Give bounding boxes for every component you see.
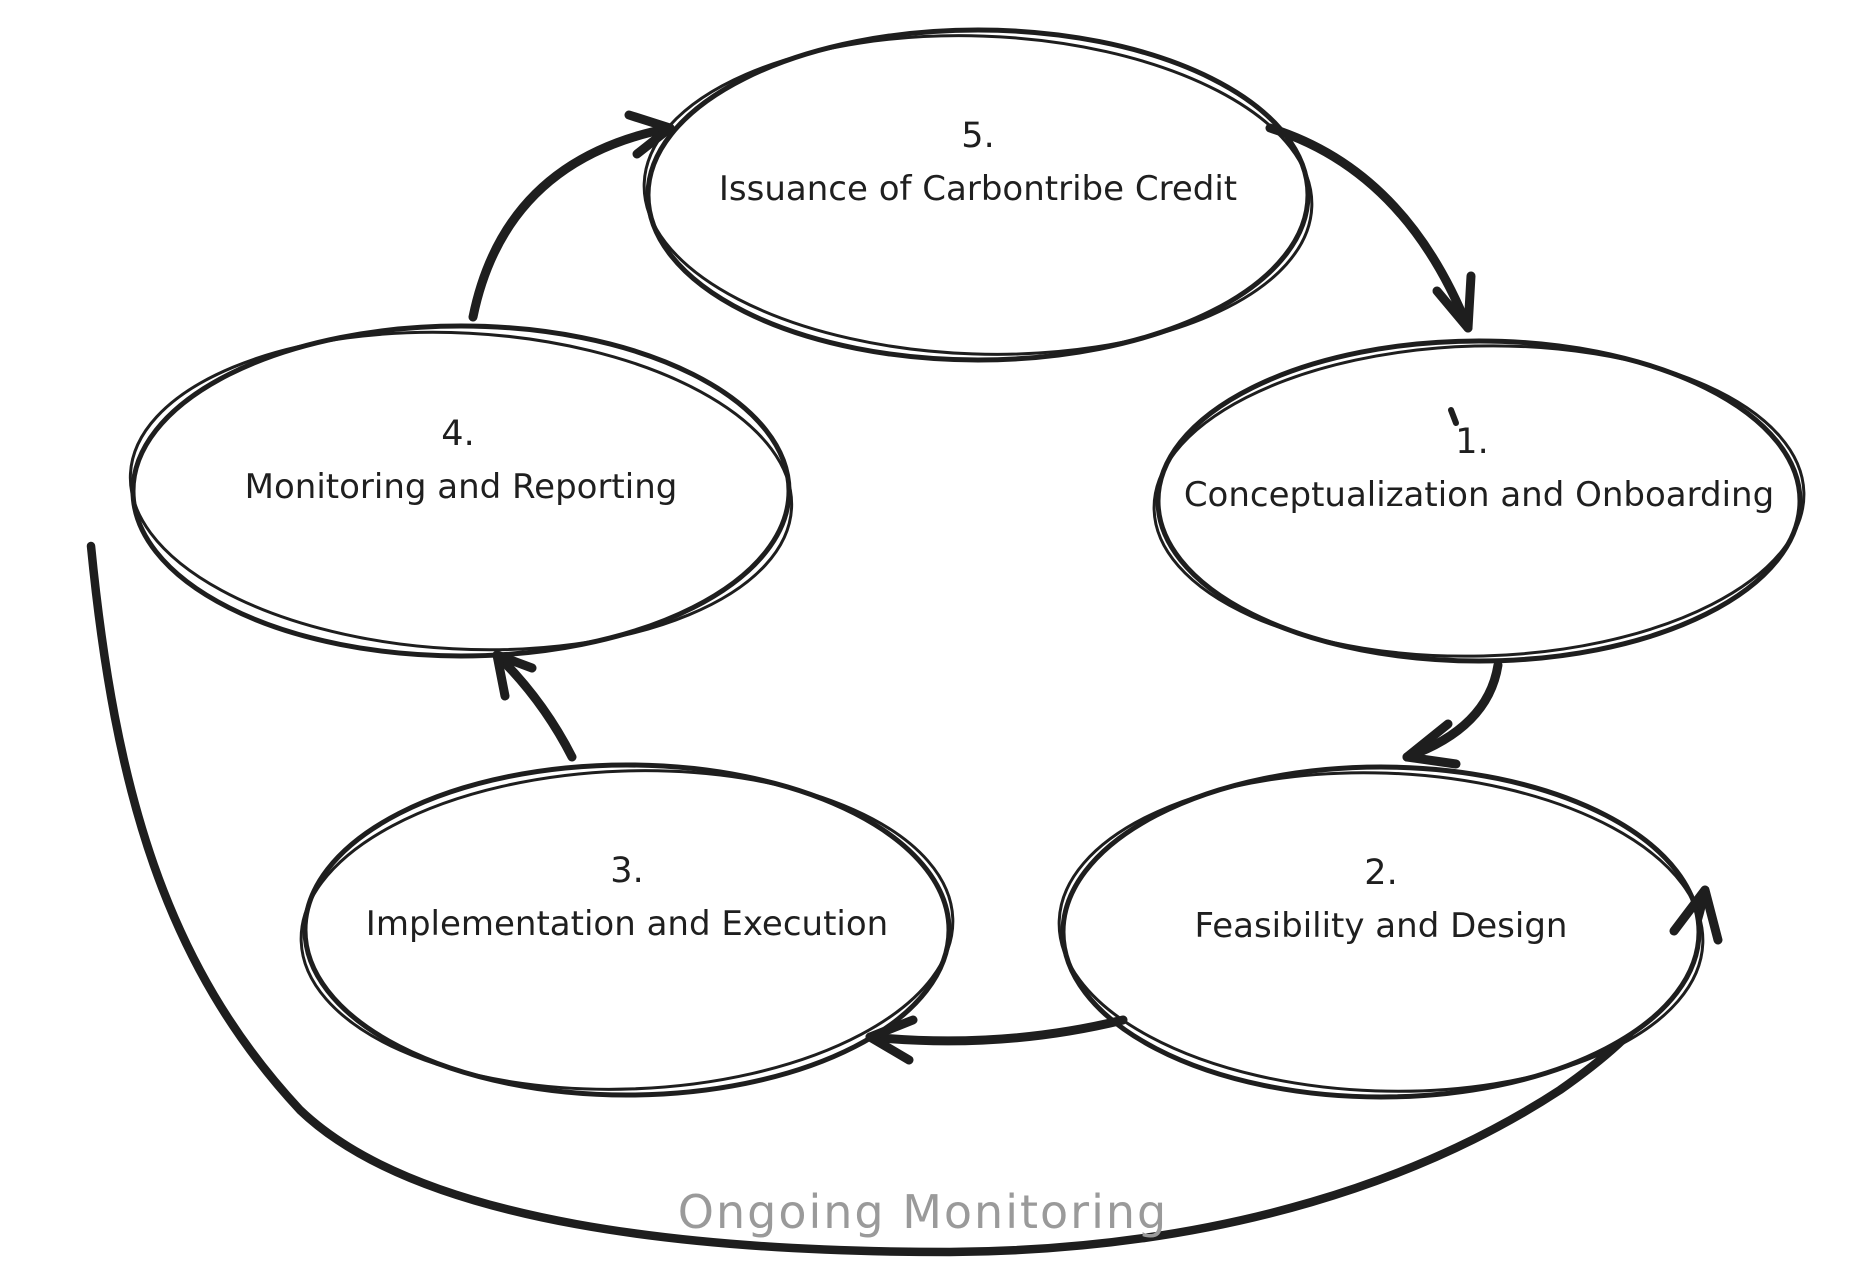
node-issuance-ellipse: [645, 27, 1311, 363]
arrow-2-to-3-shaft: [865, 1015, 1128, 1046]
node-implementation-ellipse-sketch: [299, 769, 955, 1091]
arrow-2-to-3-head: [865, 1015, 918, 1065]
node-issuance-text: 5. Issuance of Carbontribe Credit: [719, 116, 1237, 209]
node-issuance-ellipse-sketch: [642, 34, 1314, 356]
ongoing-monitoring-arrowhead: [1669, 885, 1723, 945]
ongoing-monitoring-curve: [86, 541, 1710, 1257]
node-monitoring-number: 4.: [441, 414, 474, 454]
arrow-4-to-5: [468, 110, 675, 322]
arrow-3-to-4-head: [492, 650, 537, 701]
node-conceptualization-number: 1.: [1455, 422, 1488, 462]
arrow-5-to-1-head: [1432, 271, 1476, 333]
node-issuance-label: Issuance of Carbontribe Credit: [719, 169, 1237, 209]
arrow-3-to-4: [492, 650, 577, 762]
arrow-5-to-1: [1265, 123, 1476, 333]
node-issuance: [642, 27, 1314, 363]
node-feasibility-number: 2.: [1364, 853, 1397, 893]
arrow-1-to-2-shaft: [1402, 660, 1503, 762]
node-implementation-label: Implementation and Execution: [366, 904, 888, 944]
node-feasibility: [1057, 764, 1705, 1100]
node-feasibility-ellipse-sketch: [1057, 771, 1705, 1093]
arrow-1-to-2: [1402, 660, 1503, 769]
node-conceptualization-label: Conceptualization and Onboarding: [1184, 475, 1774, 515]
arrow-1-to-2-head: [1402, 719, 1461, 769]
node-issuance-number: 5.: [961, 116, 994, 156]
node-conceptualization: [1152, 338, 1806, 664]
arrow-4-to-5-head: [624, 110, 675, 159]
arrow-5-to-1-shaft: [1265, 123, 1473, 333]
node-conceptualization-ellipse-sketch: [1152, 344, 1806, 658]
node-monitoring-label: Monitoring and Reporting: [245, 467, 678, 507]
node-monitoring-text: 4. Monitoring and Reporting: [245, 414, 678, 507]
node-implementation-ellipse: [302, 762, 952, 1098]
arrow-4-to-5-shaft: [468, 123, 675, 322]
node-monitoring: [128, 323, 794, 659]
node-implementation-number: 3.: [610, 851, 643, 891]
node-implementation-text: 3. Implementation and Execution: [366, 851, 888, 944]
node-feasibility-label: Feasibility and Design: [1195, 906, 1568, 946]
arrow-2-to-3: [865, 1015, 1128, 1065]
node-feasibility-text: 2. Feasibility and Design: [1195, 853, 1568, 946]
arrow-3-to-4-shaft: [492, 650, 577, 762]
stray-pen-mark: [1448, 407, 1459, 426]
node-conceptualization-text: 1. Conceptualization and Onboarding: [1184, 422, 1774, 515]
ongoing-monitoring-label: Ongoing Monitoring: [678, 1185, 1168, 1239]
node-monitoring-ellipse-sketch: [128, 330, 794, 652]
ongoing-monitoring-loop-arrow: [86, 541, 1710, 1257]
node-conceptualization-ellipse: [1155, 338, 1803, 664]
node-implementation: [299, 762, 955, 1098]
node-feasibility-ellipse: [1060, 764, 1702, 1100]
